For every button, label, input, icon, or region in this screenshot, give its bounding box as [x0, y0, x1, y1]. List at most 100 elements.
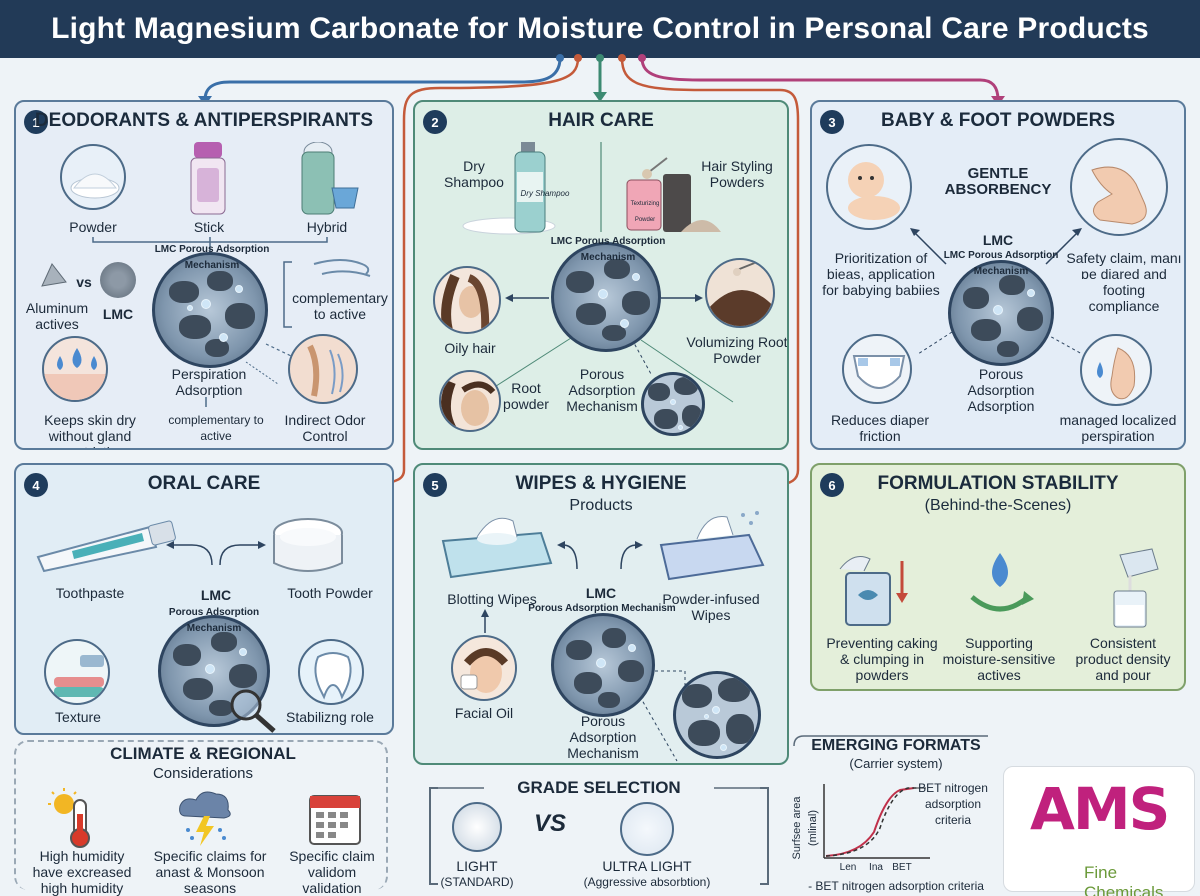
lmc-mechanism-circle: [948, 260, 1054, 366]
safety-claim-label: Safety claim, manı ɒe diared and footing…: [1066, 250, 1182, 314]
toothpaste-label: Toothpaste: [55, 585, 125, 601]
texture-label: Texture: [55, 709, 101, 725]
porous-mechanism-label: Porous Adsorption Mechanism: [567, 713, 639, 761]
scalp-icon: [705, 258, 775, 328]
climate-subtitle: Considerations: [152, 765, 254, 782]
powder-infused-label: Powder-infused Wipes: [662, 591, 760, 623]
panel-title: DEODORANTS & ANTIPERSPIRANTS: [34, 110, 374, 131]
pore-zoom-circle: [673, 671, 761, 759]
panel-number: 4: [24, 473, 48, 497]
toothpaste-tube-icon: [32, 513, 180, 573]
lmc-mechanism-circle: [551, 613, 655, 717]
foot-icon: [1070, 138, 1168, 236]
storm-cloud-icon: [174, 786, 236, 850]
header-banner: Light Magnesium Carbonate for Moisture C…: [0, 0, 1200, 58]
light-sub-label: (STANDARD): [440, 875, 514, 889]
facial-oil-label: Facial Oil: [454, 705, 514, 721]
logo-tagline: Fine Chemicals: [1084, 863, 1164, 896]
diaper-icon: [842, 334, 912, 404]
panel-subtitle: (Behind-the-Scenes): [924, 497, 1072, 514]
lmc-label: LMC: [585, 585, 617, 601]
grade-title: GRADE SELECTION: [517, 778, 681, 797]
lmc-mechanism-label: Porous Adsorption Mechanism: [528, 603, 676, 614]
lmc-label: LMC: [200, 587, 232, 603]
face-wipe-icon: [451, 635, 517, 701]
root-powder-icon: [439, 370, 501, 432]
face-icon: [288, 334, 358, 404]
pore-zoom-circle: [641, 372, 705, 436]
light-label: LIGHT: [456, 858, 498, 874]
panel-title: WIPES & HYGIENE: [515, 473, 687, 494]
complementary-label-2: complementary to active: [168, 413, 264, 443]
magnifier-icon: [228, 687, 278, 733]
tooth-powder-jar-icon: [268, 513, 348, 579]
density-label: Consistent product density and pour: [1075, 635, 1171, 683]
aluminum-actives-label: Aluminum actives: [25, 300, 89, 332]
hair-icon: [433, 266, 501, 334]
localized-perspiration-label: managed localized perspiration: [1059, 412, 1177, 444]
lmc-mechanism-circle: [551, 242, 661, 352]
pouring-cup-icon: [1100, 545, 1170, 629]
powder-wipes-icon: [657, 505, 767, 585]
tooth-icon: [298, 639, 364, 705]
stick-label: Stick: [193, 219, 225, 235]
oily-hair-label: Oily hair: [444, 340, 496, 356]
aluminum-cone-icon: [38, 260, 68, 295]
logo-brand: AMS: [1030, 775, 1170, 843]
complementary-label: complementary to active: [292, 290, 388, 322]
odor-control-label: Indirect Odor Control: [284, 412, 366, 444]
panel-number: 1: [24, 110, 48, 134]
sun-thermometer-icon: [44, 786, 104, 850]
diaper-friction-label: Reduces diaper friction: [830, 412, 930, 444]
chart-footnote: - BET nitrogen adsorption criteria: [808, 879, 984, 893]
chart-y-label: Surfsee area (mlinal): [791, 796, 819, 860]
emerging-subtitle: (Carrier system): [849, 756, 943, 771]
vs-label: vs: [76, 274, 92, 290]
gentle-absorbency-label: GENTLE ABSORBENCY: [944, 165, 1052, 198]
blotting-wipes-label: Blotting Wipes: [447, 591, 537, 607]
lmc-mechanism-label: LMC Porous Adsorption Mechanism: [154, 244, 270, 271]
drop-cycle-icon: [962, 547, 1038, 627]
prioritization-label: Prioritization of bieas, application for…: [822, 250, 940, 298]
chart-tick-2: Ina: [869, 862, 883, 873]
calendar-icon: [308, 788, 362, 846]
powder-label: Powder: [69, 219, 117, 235]
can-label: Dry Shampoo: [520, 189, 570, 198]
powder-jar-icon: [623, 154, 723, 236]
porous-adsorption-label: Porous Adsorption Adsorption: [967, 366, 1035, 414]
monsoon-label: Specific claims for anast & Monsoon seas…: [153, 848, 267, 896]
water-drop-icon: [42, 336, 108, 402]
chart-tick-3: BET: [892, 862, 912, 873]
panel-hair-care: 2 HAIR CARE Dry Shampoo Dry Shampoo Text…: [413, 100, 789, 450]
hair-styling-label: Hair Styling Powders: [701, 158, 773, 190]
lmc-mechanism-label: LMC Porous Adsorption Mechanism: [550, 236, 666, 263]
panel-number: 6: [820, 473, 844, 497]
panel-wipes: 5 WIPES & HYGIENE Products Blotting Wipe…: [413, 463, 789, 765]
tooth-powder-label: Tooth Powder: [287, 585, 373, 601]
grade-vs-label: VS: [533, 810, 566, 837]
chart-tick-1: Len: [839, 862, 857, 873]
root-powder-label: Root powder: [503, 380, 549, 412]
lmc-label: LMC: [982, 232, 1014, 248]
panel-baby-foot: 3 BABY & FOOT POWDERS GENTLE ABSORBENCY …: [810, 100, 1186, 450]
ultra-light-grade-icon: [620, 802, 674, 856]
light-grade-icon: [452, 802, 502, 852]
baby-icon: [826, 144, 912, 230]
lmc-mechanism-label: LMC Porous Adsorption Mechanism: [943, 250, 1059, 277]
lmc-label: LMC: [102, 306, 134, 322]
scoop-icon: [834, 545, 914, 627]
volumizing-label: Volumizing Root Powder: [686, 334, 788, 366]
porous-mechanism-label: Porous Adsorption Mechanism: [168, 607, 260, 634]
jar-label: Texturizing Powder: [630, 201, 660, 223]
panel-number: 3: [820, 110, 844, 134]
panel-title: ORAL CARE: [147, 473, 261, 494]
panel-title: BABY & FOOT POWDERS: [881, 110, 1115, 131]
grade-selection-section: GRADE SELECTION VS LIGHT (STANDARD) ULTR…: [424, 772, 774, 892]
ams-logo: AMS Fine Chemicals: [1003, 766, 1195, 896]
panel-deodorants: 1 DEODORANTS & ANTIPERSPIRANTS Powder St…: [14, 100, 394, 450]
climate-section: CLIMATE & REGIONAL Considerations High h…: [14, 740, 388, 896]
powder-pile-icon: [60, 144, 126, 210]
emerging-formats-section: EMERGING FORMATS (Carrier system) Surfse…: [790, 732, 1002, 893]
hybrid-deodorant-icon: [298, 141, 360, 216]
dry-shampoo-label: Dry Shampoo: [444, 158, 504, 190]
